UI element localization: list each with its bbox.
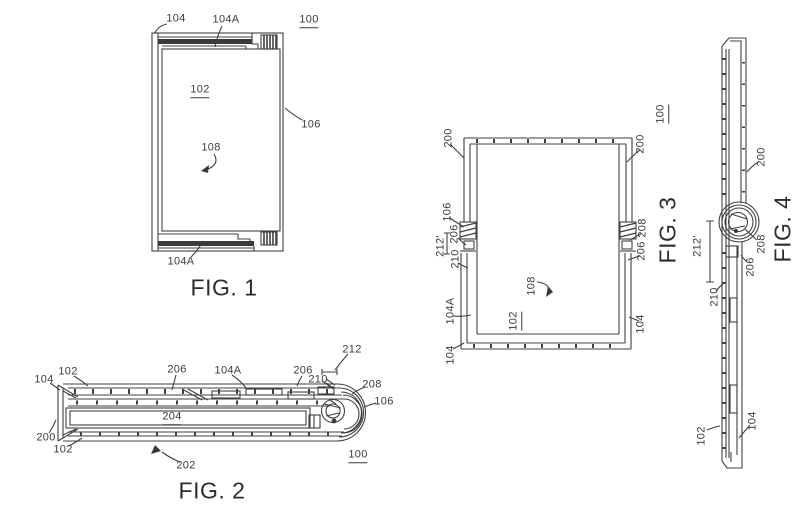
ref-label: 206 xyxy=(635,241,648,261)
ref-label: 102 xyxy=(507,311,522,331)
ref-label: 208 xyxy=(755,234,768,254)
figure-caption: FIG. 2 xyxy=(178,477,246,504)
ref-label: 108 xyxy=(525,276,538,296)
figure-caption: FIG. 3 xyxy=(654,196,681,264)
ref-label: 104A xyxy=(212,13,240,26)
ref-label: 100 xyxy=(299,14,319,28)
figure-caption: FIG. 1 xyxy=(190,274,258,301)
ref-label: 200 xyxy=(634,134,647,154)
ref-label: 204 xyxy=(162,411,182,425)
fig2-line-art xyxy=(48,353,377,463)
ref-label: 102 xyxy=(53,443,73,456)
ref-label: 102 xyxy=(58,365,78,378)
ref-label: 104 xyxy=(34,373,54,386)
ref-label: 210 xyxy=(708,287,721,307)
ref-label: 102 xyxy=(695,426,708,446)
ref-label: 202 xyxy=(176,459,196,472)
ref-label: 200 xyxy=(755,147,768,167)
ref-label: 106 xyxy=(301,118,321,131)
ref-label: 206 xyxy=(293,364,313,377)
ref-label: 104 xyxy=(746,411,759,431)
ref-label: 206 xyxy=(744,257,757,277)
fig3-line-art xyxy=(444,137,642,350)
ref-label: 104A xyxy=(214,364,242,377)
figure-caption: FIG. 4 xyxy=(769,195,796,263)
ref-label: 106 xyxy=(374,395,394,408)
ref-label: 212 xyxy=(342,343,362,356)
fig4-line-art xyxy=(706,37,760,469)
ref-label: 210 xyxy=(308,373,328,386)
ref-label: 212' xyxy=(434,235,447,257)
ref-label: 210 xyxy=(449,249,462,269)
ref-label: 108 xyxy=(201,141,221,154)
ref-label: 206 xyxy=(167,363,187,376)
ref-label: 206 xyxy=(448,224,461,244)
ref-label: 100 xyxy=(654,104,669,124)
ref-label: 212' xyxy=(691,235,704,257)
ref-label: 104A xyxy=(167,255,195,268)
ref-label: 100 xyxy=(348,449,368,463)
ref-label: 200 xyxy=(442,128,455,148)
ref-label: 104 xyxy=(634,314,647,334)
ref-label: 102 xyxy=(190,84,210,98)
ref-label: 208 xyxy=(636,218,649,238)
ref-label: 104A xyxy=(444,297,457,325)
ref-label: 104 xyxy=(444,345,457,365)
fig1-line-art xyxy=(151,23,303,258)
ref-label: 200 xyxy=(36,431,56,444)
ref-label: 208 xyxy=(362,378,382,391)
ref-label: 106 xyxy=(441,202,454,222)
ref-label: 104 xyxy=(166,12,186,25)
